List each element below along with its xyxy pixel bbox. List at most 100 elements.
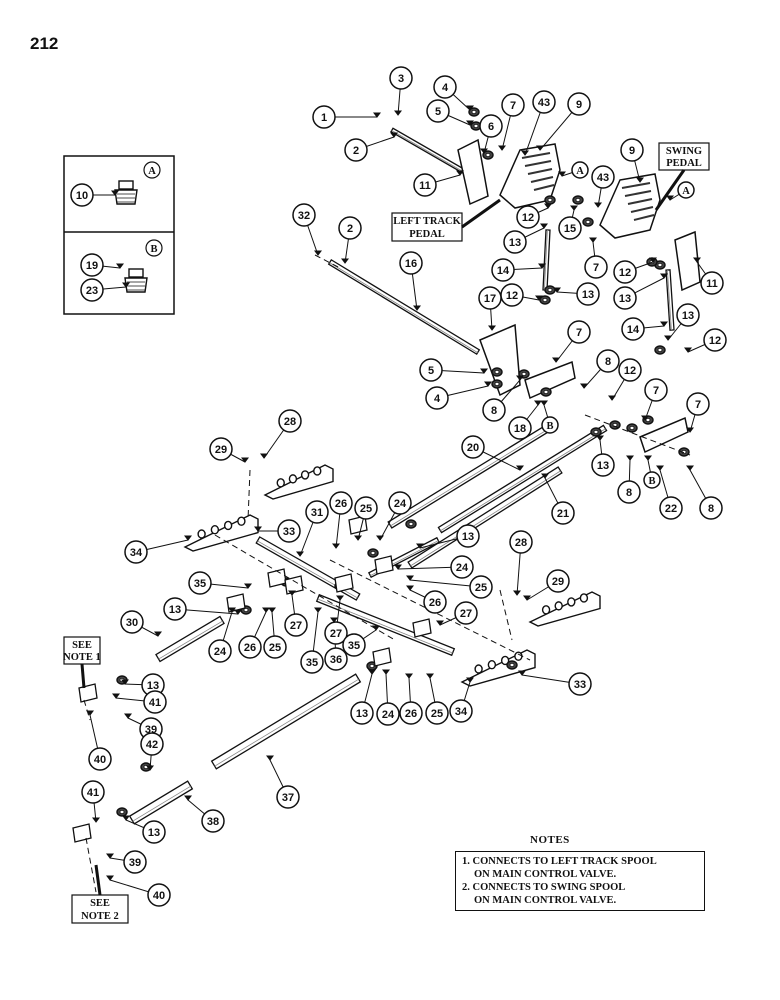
- callout-8-0: 8: [596, 349, 620, 373]
- callout-13-6: 13: [163, 597, 187, 621]
- callout-27-2: 27: [454, 601, 478, 625]
- callout-7-3: 7: [644, 378, 668, 402]
- grease-fitting-10: [114, 180, 138, 205]
- fastener-10: [491, 379, 503, 389]
- callout-label-13: 13: [169, 604, 181, 616]
- callout-6-0: 6: [479, 114, 503, 138]
- swing-pedal-label-line2: PEDAL: [666, 158, 702, 169]
- callout-label-19: 19: [86, 260, 98, 272]
- leader-arrow-24-2: [228, 607, 236, 613]
- callout-28-1: 28: [509, 530, 533, 554]
- callout-11-1: 11: [700, 271, 724, 295]
- inset-letter-b: B: [150, 244, 157, 255]
- plate-upper-left: [263, 464, 334, 500]
- fastener-5: [572, 195, 584, 205]
- leader-arrow-29-1: [523, 595, 531, 601]
- callout-label-10: 10: [76, 190, 88, 202]
- rod-14-right: [665, 269, 675, 331]
- pedal-swing-9: [599, 173, 661, 239]
- callout-16-0: 16: [399, 251, 423, 275]
- leader-arrow-16-0: [413, 305, 421, 311]
- leader-arrow-25-2: [268, 607, 276, 613]
- leader-arrow-13-0: [540, 223, 548, 229]
- callout-label-12: 12: [522, 212, 534, 224]
- callout-label-11: 11: [419, 180, 431, 192]
- callout-label-26: 26: [429, 597, 441, 609]
- see-note-1-line1: SEE: [72, 640, 92, 651]
- callout-label-26: 26: [244, 642, 256, 654]
- callout-bubbles: 1223445567777788889910111112121212121313…: [70, 66, 727, 907]
- callout-label-12: 12: [624, 365, 636, 377]
- callout-2-0: 2: [344, 138, 368, 162]
- leader-arrow-28-0: [260, 453, 268, 459]
- clevis-7: [372, 647, 392, 667]
- callout-24-1: 24: [450, 555, 474, 579]
- callout-label-41: 41: [149, 697, 161, 709]
- callout-26-1: 26: [423, 590, 447, 614]
- callout-label-25: 25: [475, 582, 487, 594]
- callout-13-8: 13: [350, 701, 374, 725]
- callout-label-6: 6: [488, 121, 494, 133]
- see-note-1-line2: NOTE 1: [63, 652, 101, 663]
- callout-label-7: 7: [695, 399, 701, 411]
- grease-fitting-19-23: [124, 268, 148, 293]
- leader-arrow-9-0: [536, 145, 544, 151]
- callout-label-15: 15: [564, 223, 576, 235]
- shaft-16: [327, 258, 481, 356]
- callout-label-7: 7: [593, 262, 599, 274]
- leader-arrow-12-2: [649, 257, 657, 263]
- leader-arrow-17-0: [488, 325, 496, 331]
- swing-pedal-label-line1: SWING: [666, 146, 702, 157]
- leader-arrow-33-1: [518, 670, 526, 676]
- leader-arrow-30-0: [154, 631, 162, 637]
- callout-label-13: 13: [582, 289, 594, 301]
- leader-arrow-21-0: [541, 473, 549, 479]
- callout-33-1: 33: [568, 672, 592, 696]
- leader-arrow-26-2: [262, 607, 270, 613]
- callout-35-0: 35: [188, 571, 212, 595]
- callout-13-0: 13: [503, 230, 527, 254]
- callout-label-13: 13: [682, 310, 694, 322]
- callout-7-1: 7: [567, 320, 591, 344]
- callout-label-13: 13: [462, 531, 474, 543]
- leader-arrow-8-2: [626, 455, 634, 461]
- leader-arrow-26-3: [405, 673, 413, 679]
- callout-label-27: 27: [330, 628, 342, 640]
- leader-arrow-20-0: [516, 465, 524, 471]
- leader-arrow-35-0: [244, 583, 252, 589]
- callout-label-1: 1: [321, 112, 327, 124]
- leader-arrow-34-1: [466, 677, 474, 683]
- fastener-19: [405, 519, 417, 529]
- leader-arrow-24-3: [382, 669, 390, 675]
- callout-label-4: 4: [442, 82, 449, 94]
- leader-arrow-26-1: [406, 585, 414, 591]
- callout-43-1: 43: [591, 165, 615, 189]
- swing-pedal-label: SWING PEDAL: [654, 142, 710, 211]
- leader-arrow-24-1: [394, 564, 402, 570]
- leader-arrow-7-4: [686, 427, 694, 433]
- callout-8-3: 8: [699, 496, 723, 520]
- callout-label-8: 8: [708, 503, 714, 515]
- clevis-4: [374, 555, 394, 575]
- clevis-8: [78, 683, 98, 703]
- callout-36-0: 36: [324, 647, 348, 671]
- callout-14-1: 14: [621, 317, 645, 341]
- callout-label-43: 43: [538, 97, 550, 109]
- leader-arrow-13-1: [553, 287, 561, 293]
- leader-arrow-25-1: [406, 575, 414, 581]
- callout-18-0: 18: [508, 416, 532, 440]
- callout-label-33: 33: [574, 679, 586, 691]
- callout-33-0: 33: [277, 519, 301, 543]
- leader-arrow-23-0: [122, 282, 130, 288]
- callout-label-12: 12: [506, 290, 518, 302]
- callout-label-3: 3: [398, 73, 404, 85]
- callout-40-1: 40: [147, 883, 171, 907]
- callout-7-2: 7: [584, 255, 608, 279]
- clevis-9: [72, 823, 92, 843]
- callout-label-33: 33: [283, 526, 295, 538]
- callout-7-0: 7: [501, 93, 525, 117]
- leader-arrow-5-1: [480, 368, 488, 374]
- callout-38-0: 38: [201, 809, 225, 833]
- callout-39-1: 39: [123, 850, 147, 874]
- callout-label-23: 23: [86, 285, 98, 297]
